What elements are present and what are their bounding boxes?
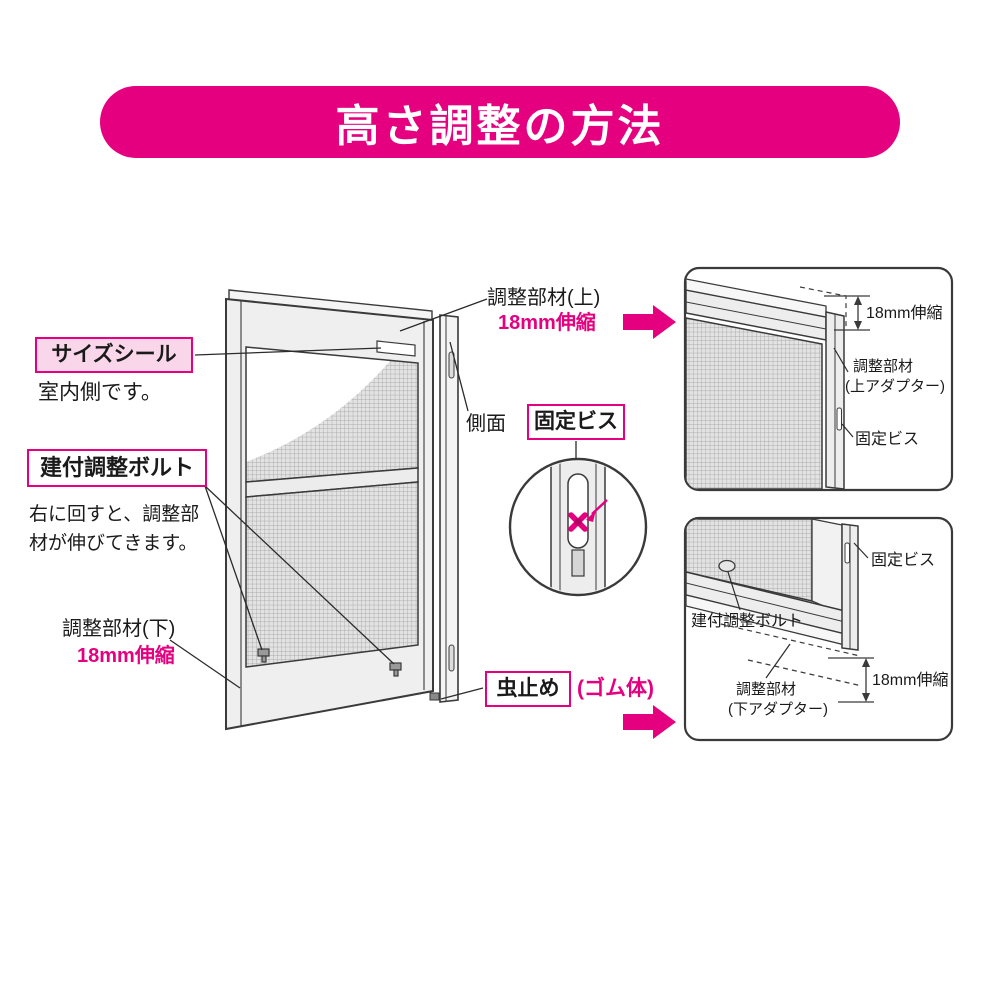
adjust-bolt-label: 建付調整ボルト [27,449,207,487]
detail-top-screw: 固定ビス [855,431,920,448]
size-seal-text: サイズシール [51,343,177,367]
detail-bottom-view [683,516,954,742]
page-title-text: 高さ調整の方法 [335,102,665,151]
screw-pointer-arrow-icon [586,499,608,522]
arrow-to-bottom-detail-icon [623,705,676,739]
screw-detail-circle [508,457,648,597]
adjust-bolt-note: 右に回すと、調整部材が伸びてきます。 [29,504,200,554]
bug-stopper-text: 虫止め [496,677,560,701]
arrow-to-top-detail-icon [623,305,676,339]
detail-top-range: 18mm伸縮 [866,305,943,322]
lower-member-range: 18mm伸縮 [77,645,175,667]
detail-bottom-screw: 固定ビス [871,552,936,569]
upper-member-range: 18mm伸縮 [498,312,596,334]
fixing-screw-icon [568,512,588,532]
indoor-side-note: 室内側です。 [38,381,162,404]
adjust-bolt-text: 建付調整ボルト [39,454,194,480]
screen-frame-drawing [225,289,459,731]
bug-stopper-part [429,692,440,701]
detail-bottom-range: 18mm伸縮 [872,672,949,689]
detail-top-member-sub: (上アダプター) [845,378,945,395]
fixing-screw-text: 固定ビス [534,410,618,434]
detail-top-view [683,266,954,492]
adjust-bolt-heads [257,648,402,677]
side-face-label: 側面 [466,413,506,435]
upper-member-label: 調整部材(上) [487,287,601,309]
size-seal-label: サイズシール [35,337,193,373]
bug-stopper-material: (ゴム体) [577,677,654,700]
detail-bottom-member: 調整部材 [736,681,797,698]
leader-lines [169,298,577,700]
detail-bottom-bolt: 建付調整ボルト [691,613,804,630]
detail-bottom-member-sub: (下アダプター) [728,701,828,718]
lower-member-label: 調整部材(下) [62,618,176,640]
page-title: 高さ調整の方法 [100,86,900,158]
bug-stopper-label: 虫止め [485,671,571,707]
fixing-screw-label: 固定ビス [527,404,625,440]
detail-top-member: 調整部材 [853,358,914,375]
